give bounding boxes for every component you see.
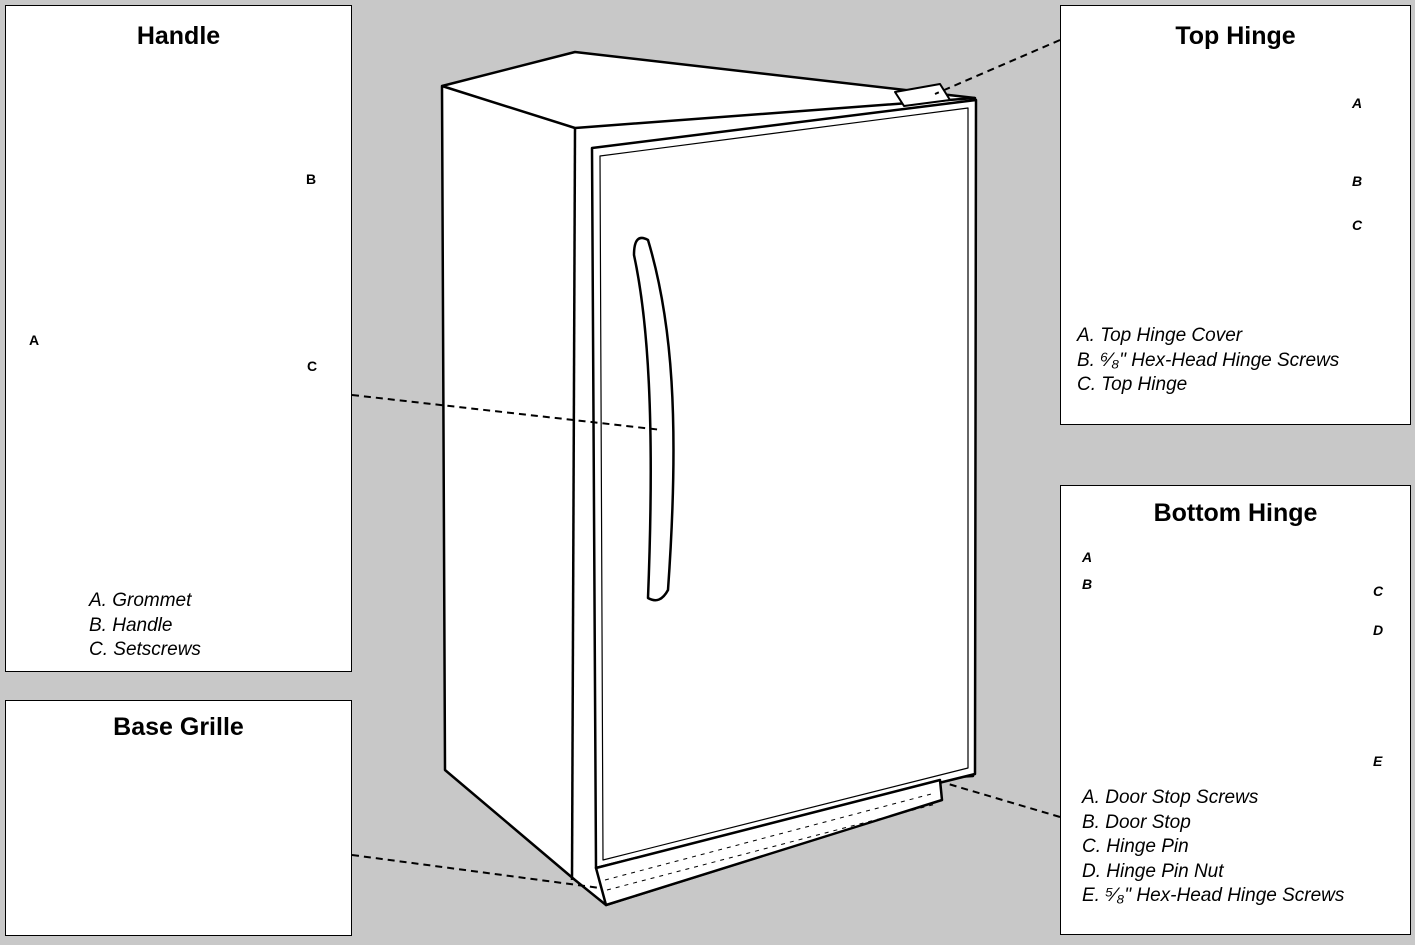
top-hinge-legend-item-a: A. Top Hinge Cover bbox=[1077, 325, 1243, 346]
bottom-hinge-legend-item-b: B. Door Stop bbox=[1082, 811, 1191, 833]
top-hinge-legend: A. Top Hinge Cover B. ⁶⁄₈" Hex-Head Hing… bbox=[1077, 324, 1339, 398]
top-hinge-callout-b: B bbox=[1352, 173, 1363, 189]
top-hinge-legend-item-c: C. Top Hinge bbox=[1077, 374, 1188, 395]
top-hinge-callout-c: C bbox=[1352, 217, 1363, 233]
bottom-hinge-legend-item-d: D. Hinge Pin Nut bbox=[1082, 860, 1224, 882]
bottom-hinge-callout-c: C bbox=[1373, 583, 1384, 599]
bottom-hinge-callout-a: A bbox=[1082, 549, 1093, 565]
bottom-hinge-legend-item-e: E. ⁵⁄₈" Hex-Head Hinge Screws bbox=[1082, 885, 1345, 906]
handle-callout-b: B bbox=[306, 171, 317, 187]
top-hinge-callout-a: A bbox=[1352, 95, 1363, 111]
bottom-hinge-panel: Bottom Hinge A. Door Stop Screws B. Door… bbox=[1060, 485, 1411, 935]
refrigerator-illustration bbox=[440, 50, 978, 907]
handle-callout-a: A bbox=[29, 332, 40, 348]
handle-panel: Handle A. Grommet B. Handle C. Setscrews bbox=[5, 5, 352, 672]
bottom-hinge-callout-d: D bbox=[1373, 622, 1384, 638]
handle-legend-item-a: A. Grommet bbox=[89, 590, 192, 611]
bottom-hinge-callout-e: E bbox=[1373, 753, 1383, 769]
dashed-connectors bbox=[351, 39, 1061, 889]
bottom-hinge-legend-item-a: A. Door Stop Screws bbox=[1082, 787, 1259, 808]
handle-legend: A. Grommet B. Handle C. Setscrews bbox=[89, 589, 201, 663]
handle-legend-item-b: B. Handle bbox=[89, 614, 173, 636]
top-hinge-legend-item-b: B. ⁶⁄₈" Hex-Head Hinge Screws bbox=[1077, 349, 1340, 371]
top-hinge-panel-title: Top Hinge bbox=[1175, 22, 1296, 50]
bottom-hinge-callout-b: B bbox=[1082, 576, 1093, 592]
base-grille-panel-title: Base Grille bbox=[113, 713, 244, 741]
bottom-hinge-legend-item-c: C. Hinge Pin bbox=[1082, 836, 1189, 857]
top-hinge-panel: Top Hinge A. Top Hinge Cover B. ⁶⁄₈" Hex… bbox=[1060, 5, 1411, 425]
handle-legend-item-c: C. Setscrews bbox=[89, 639, 201, 660]
handle-callout-c: C bbox=[307, 358, 318, 374]
bottom-hinge-legend: A. Door Stop Screws B. Door Stop C. Hing… bbox=[1082, 786, 1344, 909]
handle-panel-title: Handle bbox=[136, 22, 221, 50]
base-grille-panel: Base Grille bbox=[5, 700, 352, 936]
bottom-hinge-panel-title: Bottom Hinge bbox=[1153, 499, 1318, 527]
